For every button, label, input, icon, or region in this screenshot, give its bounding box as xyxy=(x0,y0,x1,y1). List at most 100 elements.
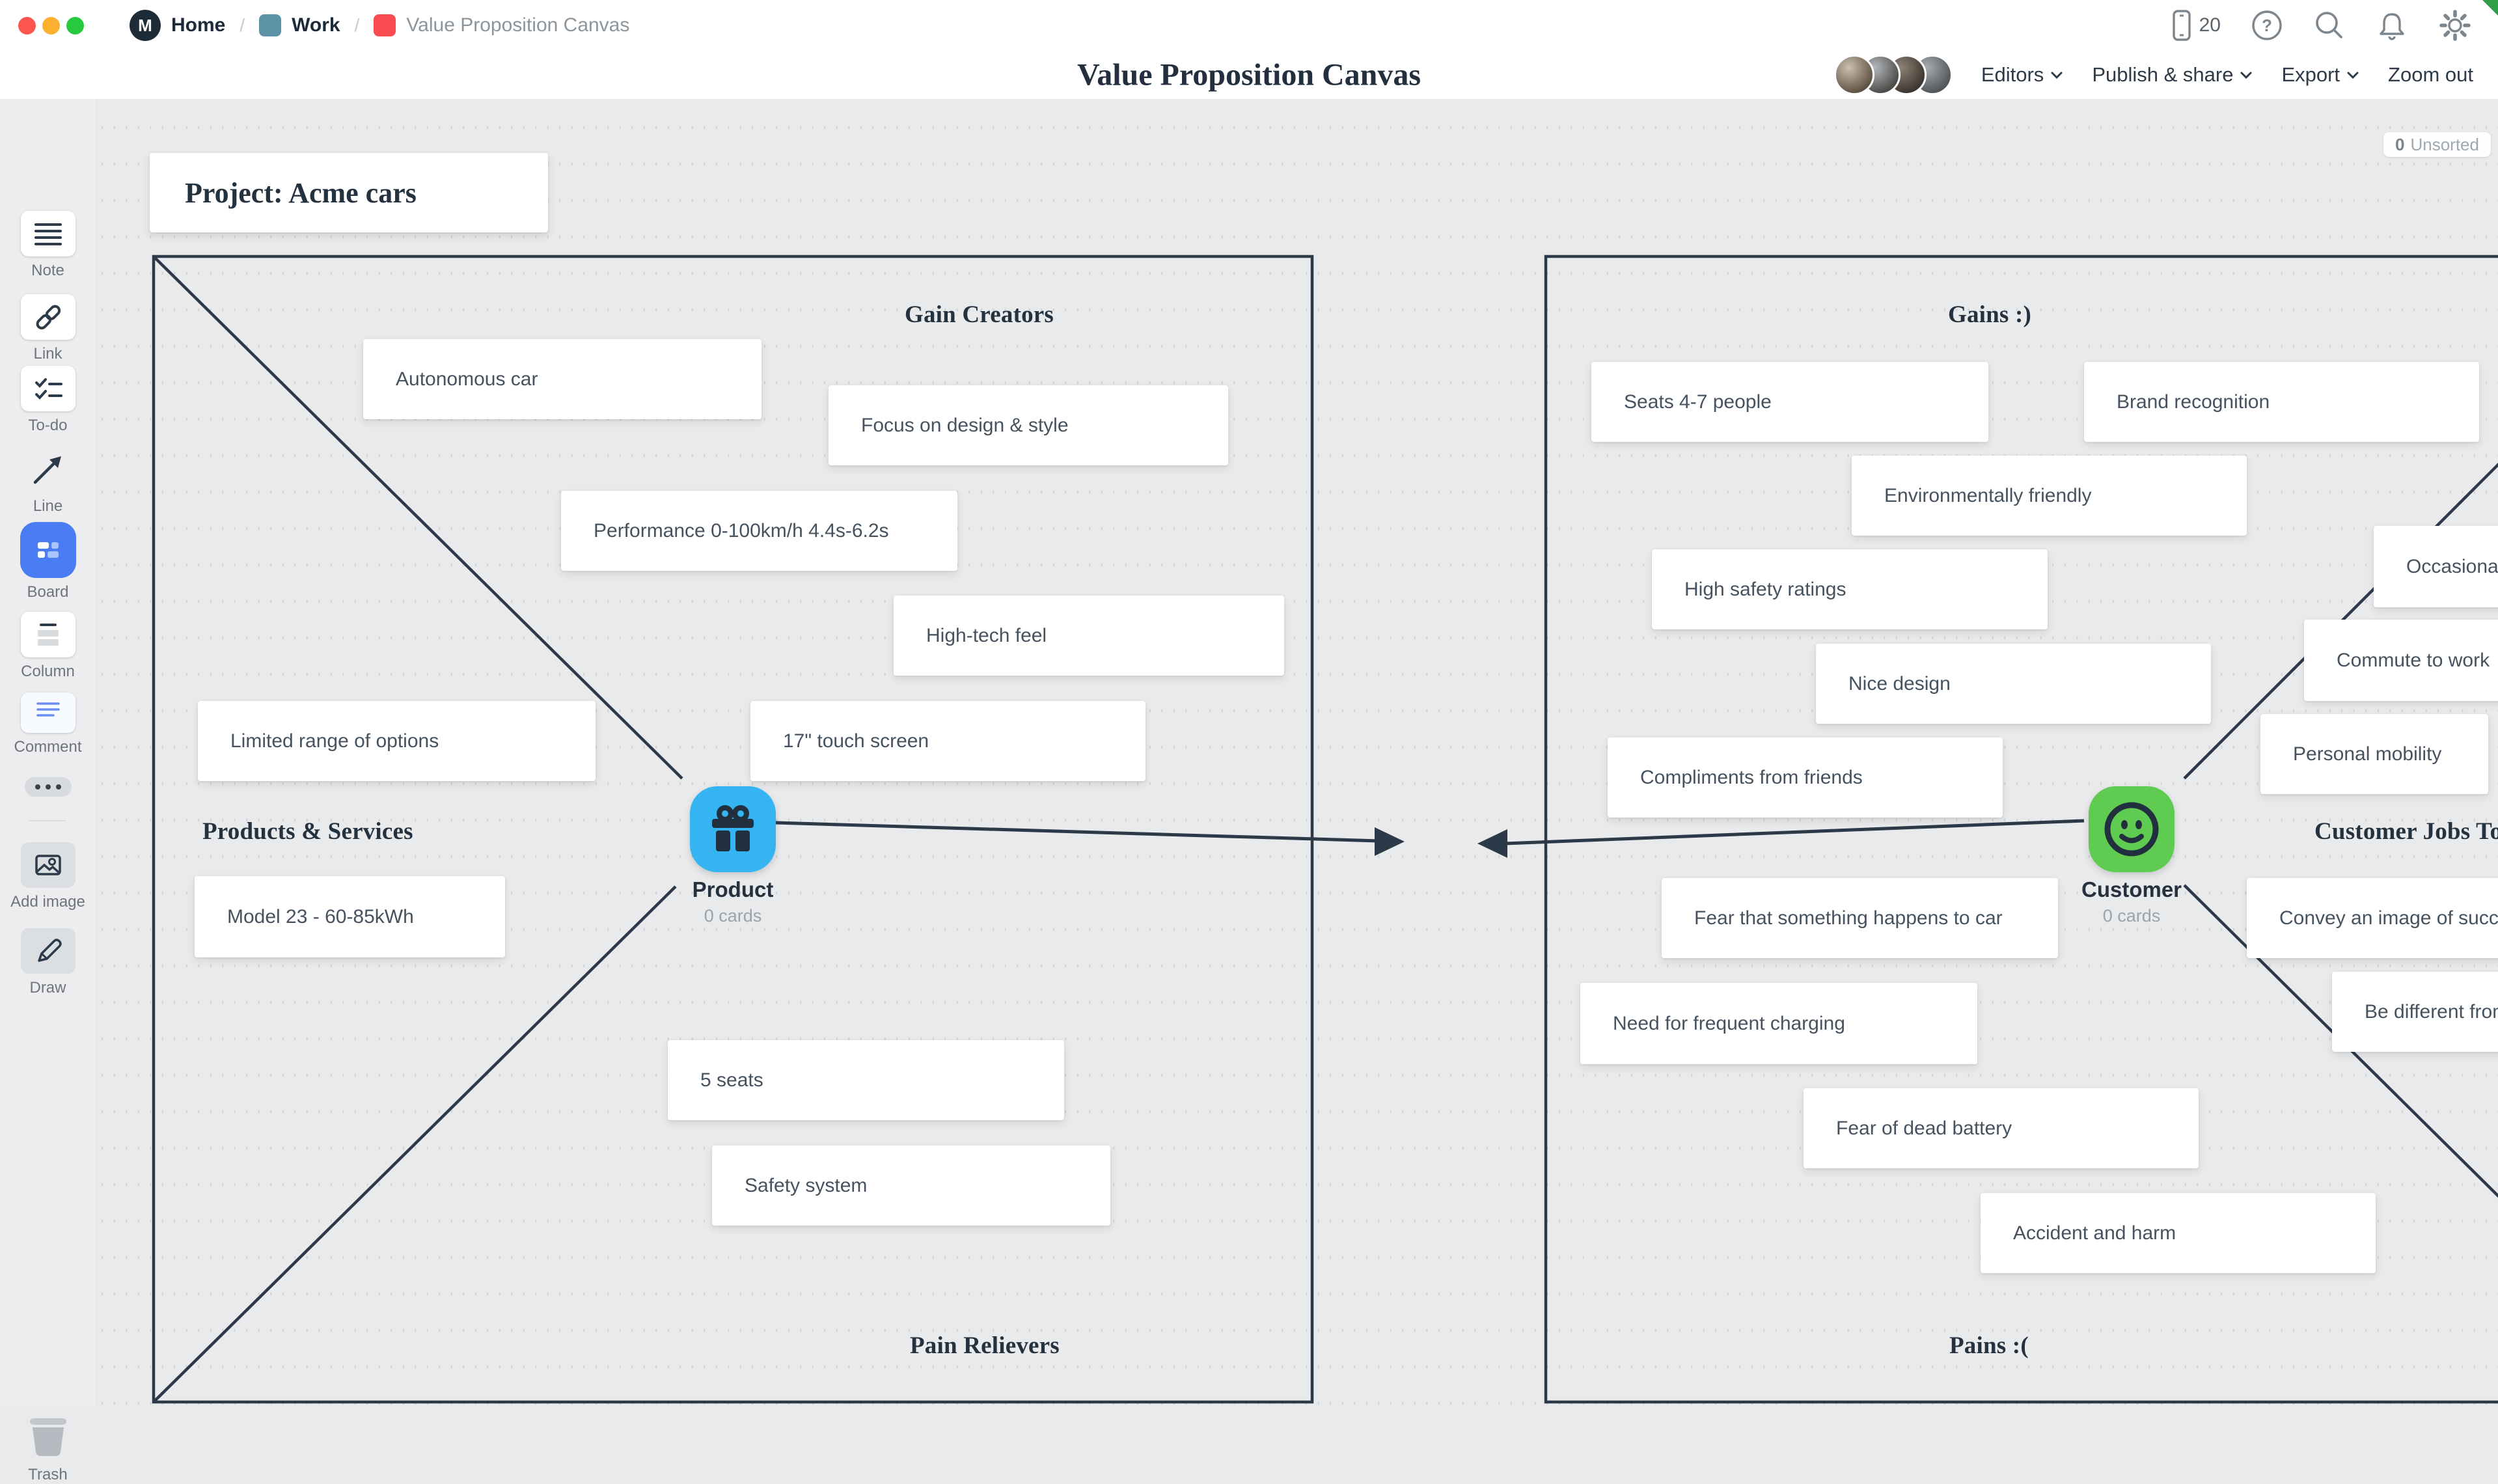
note-card[interactable]: Performance 0-100km/h 4.4s-6.2s xyxy=(561,491,957,571)
tool-board[interactable]: Board xyxy=(0,522,96,601)
product-node-cards-count: 0 cards xyxy=(704,906,762,926)
tool-column[interactable]: Column xyxy=(0,612,96,681)
note-icon xyxy=(34,223,62,245)
note-card[interactable]: Environmentally friendly xyxy=(1852,456,2247,536)
add-image-icon xyxy=(34,855,61,875)
export-menu[interactable]: Export xyxy=(2281,63,2359,87)
publish-share-menu[interactable]: Publish & share xyxy=(2092,63,2253,87)
breadcrumb-work[interactable]: Work xyxy=(292,14,340,36)
tool-more[interactable] xyxy=(0,777,96,797)
tool-sidebar: Note Link To-do Line xyxy=(0,99,96,1483)
notifications-button[interactable] xyxy=(2376,9,2408,42)
board-canvas[interactable]: Project: Acme cars 0 Unsorted Gain Creat… xyxy=(0,0,2498,1406)
avatar[interactable] xyxy=(1833,55,1874,95)
board-title[interactable]: Value Proposition Canvas xyxy=(1077,57,1421,92)
section-header[interactable]: Gains :) xyxy=(1948,301,2032,328)
board-count: 20 xyxy=(2199,14,2221,36)
settings-button[interactable] xyxy=(2438,8,2472,42)
project-title-card[interactable]: Project: Acme cars xyxy=(150,153,548,232)
window-minimize-button[interactable] xyxy=(42,16,60,34)
bell-icon xyxy=(2380,13,2404,40)
breadcrumb-separator: / xyxy=(354,15,360,35)
editors-menu[interactable]: Editors xyxy=(1981,63,2063,87)
search-button[interactable] xyxy=(2313,9,2346,42)
work-board-swatch[interactable] xyxy=(259,14,282,36)
tool-link[interactable]: Link xyxy=(0,294,96,363)
note-card[interactable]: Safety system xyxy=(712,1146,1110,1226)
note-card[interactable]: 5 seats xyxy=(668,1040,1064,1120)
tool-trash[interactable]: Trash xyxy=(0,1415,96,1484)
note-card[interactable]: Brand recognition xyxy=(2084,362,2479,442)
editor-avatars[interactable] xyxy=(1833,55,1953,95)
tool-line[interactable]: Line xyxy=(0,447,96,515)
column-icon xyxy=(37,624,59,646)
phone-icon xyxy=(2172,10,2191,41)
tool-add-image[interactable]: Add image xyxy=(0,842,96,911)
note-card[interactable]: Focus on design & style xyxy=(829,385,1228,465)
board-icon xyxy=(37,542,59,558)
canvas-connector-lines xyxy=(152,254,2498,1404)
sidebar-divider xyxy=(29,820,66,821)
note-card[interactable]: Nice design xyxy=(1816,644,2211,724)
note-card[interactable]: Autonomous car xyxy=(363,339,762,419)
chevron-down-icon xyxy=(2347,72,2359,79)
milanote-logo[interactable]: M xyxy=(130,10,161,41)
gift-icon xyxy=(712,805,754,851)
comment-icon xyxy=(36,702,60,727)
chevron-down-icon xyxy=(2051,72,2063,79)
corner-ribbon xyxy=(2482,0,2498,16)
svg-text:?: ? xyxy=(2262,16,2272,35)
current-board-swatch[interactable] xyxy=(374,14,396,36)
section-header[interactable]: Pain Relievers xyxy=(910,1332,1060,1359)
arrow-product-to-customer xyxy=(775,821,1379,843)
note-card[interactable]: Fear that something happens to car xyxy=(1662,878,2058,958)
unsorted-label: Unsorted xyxy=(2410,134,2479,154)
note-card[interactable]: Convey an image of success xyxy=(2247,878,2498,958)
note-card[interactable]: Model 23 - 60-85kWh xyxy=(195,876,505,957)
window-zoom-button[interactable] xyxy=(66,16,84,34)
unsorted-badge[interactable]: 0 Unsorted xyxy=(2383,132,2491,157)
tool-draw[interactable]: Draw xyxy=(0,928,96,997)
note-card[interactable]: High-tech feel xyxy=(894,596,1284,676)
note-card[interactable]: Be different from xyxy=(2332,972,2498,1052)
search-icon xyxy=(2316,12,2342,38)
note-card[interactable]: 17" touch screen xyxy=(750,701,1146,781)
unsorted-count: 0 xyxy=(2395,134,2405,154)
arrow-customer-to-product xyxy=(1504,819,2085,845)
customer-diagonal-top xyxy=(2183,462,2498,780)
section-header[interactable]: Customer Jobs To Be Done xyxy=(2314,818,2498,845)
note-card[interactable]: Need for frequent charging xyxy=(1580,983,1977,1064)
note-card[interactable]: Personal mobility xyxy=(2260,714,2488,794)
breadcrumb-home[interactable]: Home xyxy=(171,14,226,36)
note-card[interactable]: Fear of dead battery xyxy=(1804,1088,2199,1168)
note-card[interactable]: Commute to work xyxy=(2304,620,2498,701)
help-button[interactable]: ? xyxy=(2251,9,2283,42)
breadcrumb-bar: M Home / Work / Value Proposition Canvas… xyxy=(0,0,2498,51)
note-card[interactable]: Limited range of options xyxy=(198,701,596,781)
draw-icon xyxy=(37,939,62,962)
section-header[interactable]: Products & Services xyxy=(202,818,413,845)
tool-comment[interactable]: Comment xyxy=(0,693,96,756)
board-limit-indicator[interactable]: 20 xyxy=(2172,9,2221,42)
app-header: M Home / Work / Value Proposition Canvas… xyxy=(0,0,2498,100)
note-card[interactable]: High safety ratings xyxy=(1652,549,2048,629)
gear-icon xyxy=(2439,10,2471,41)
note-card[interactable]: Seats 4-7 people xyxy=(1591,362,1988,442)
section-header[interactable]: Gain Creators xyxy=(905,301,1054,328)
trash-icon xyxy=(29,1418,66,1457)
zoom-out-button[interactable]: Zoom out xyxy=(2388,63,2473,86)
product-node-label[interactable]: Product xyxy=(692,877,774,901)
customer-board-icon[interactable] xyxy=(2089,786,2175,872)
note-card[interactable]: Accident and harm xyxy=(1981,1193,2376,1273)
line-arrow-icon xyxy=(33,456,61,484)
chevron-down-icon xyxy=(2240,72,2252,79)
note-card[interactable]: Occasional lo xyxy=(2374,526,2498,607)
tool-todo[interactable]: To-do xyxy=(0,366,96,435)
customer-node-label[interactable]: Customer xyxy=(2081,877,2182,901)
note-card[interactable]: Compliments from friends xyxy=(1608,737,2003,818)
product-board-icon[interactable] xyxy=(690,786,776,872)
todo-icon xyxy=(34,378,62,400)
window-close-button[interactable] xyxy=(18,16,36,34)
section-header[interactable]: Pains :( xyxy=(1949,1332,2029,1359)
tool-note[interactable]: Note xyxy=(0,211,96,280)
